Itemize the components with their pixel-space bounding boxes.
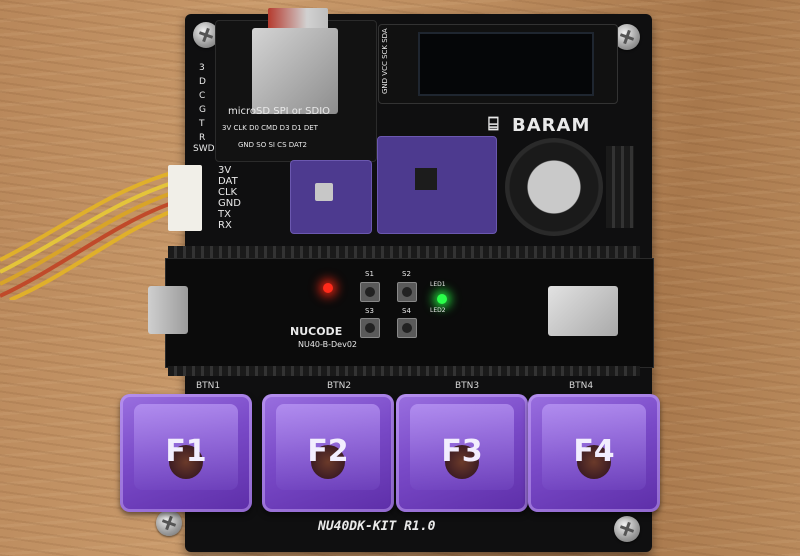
baram-logo-icon: ⌸ [488, 114, 499, 135]
key-f3[interactable]: F3 [396, 394, 528, 512]
pin-header [606, 146, 634, 228]
switch-label: S4 [402, 307, 411, 315]
speaker [505, 138, 603, 236]
uart-pin-label: 3V [218, 165, 232, 176]
screw-icon [614, 516, 640, 542]
switch-stem [169, 445, 203, 480]
led-green [437, 294, 447, 304]
swd-pin-label: D [199, 77, 206, 87]
screw-icon [193, 22, 219, 48]
key-f2[interactable]: F2 [262, 394, 394, 512]
sensor-chip [315, 183, 333, 201]
pin-header-top [168, 246, 640, 258]
led-label: LED1 [430, 281, 446, 288]
swd-pin-label: T [199, 119, 205, 129]
switch-label: S3 [365, 307, 374, 315]
amplifier-module [377, 136, 497, 234]
tactile-switch-s3[interactable] [360, 318, 380, 338]
mcu-logo-text: NUCODE [290, 325, 343, 338]
key-label: F1 [165, 434, 207, 469]
key-label: F4 [573, 434, 615, 469]
led-red [323, 283, 333, 293]
tactile-switch-s4[interactable] [397, 318, 417, 338]
button-label: BTN1 [196, 381, 221, 391]
switch-label: S1 [365, 270, 374, 278]
button-label: BTN2 [327, 381, 352, 391]
switch-stem [311, 445, 345, 480]
led-label: LED2 [430, 307, 446, 314]
oled-pins: GND VCC SCK SDA [381, 28, 389, 94]
amplifier-chip [415, 168, 437, 190]
uart-pin-label: DAT [218, 176, 238, 187]
switch-stem [445, 445, 479, 480]
swd-pin-label: G [199, 105, 206, 115]
screw-icon [614, 24, 640, 50]
key-label: F3 [441, 434, 483, 469]
uart-pin-label: CLK [218, 187, 238, 198]
oled-screen [418, 32, 594, 96]
board-title: NU40DK-KIT R1.0 [318, 519, 436, 534]
sd-pins-top: 3V CLK D0 CMD D3 D1 DET [222, 124, 318, 132]
swd-pin-label: C [199, 91, 206, 101]
uart-pin-label: RX [218, 220, 232, 231]
switch-label: S2 [402, 270, 411, 278]
uart-connector [168, 165, 202, 231]
ribbon-wires [0, 170, 176, 300]
pin-header-bottom [168, 366, 640, 376]
button-label: BTN4 [569, 381, 594, 391]
switch-stem [577, 445, 611, 480]
key-label: F2 [307, 434, 349, 469]
swd-pin-label: R [199, 133, 206, 143]
tactile-switch-s1[interactable] [360, 282, 380, 302]
uart-pin-label: GND [218, 198, 241, 209]
uart-pin-label: TX [218, 209, 231, 220]
tactile-switch-s2[interactable] [397, 282, 417, 302]
brand-logo-text: BARAM [512, 115, 591, 136]
swd-label: SWD [193, 144, 215, 154]
sd-pins-bottom: GND SO SI CS DAT2 [238, 141, 307, 149]
key-f4[interactable]: F4 [528, 394, 660, 512]
mcu-model-label: NU40-B-Dev02 [298, 340, 357, 349]
button-label: BTN3 [455, 381, 480, 391]
key-f1[interactable]: F1 [120, 394, 252, 512]
swd-pin-label: 3 [199, 63, 205, 73]
sd-module-title: microSD SPI or SDIO [228, 106, 331, 117]
microsd-slot [252, 28, 338, 114]
wireless-module [548, 286, 618, 336]
usb-c-port [148, 286, 188, 334]
screw-icon [156, 510, 182, 536]
